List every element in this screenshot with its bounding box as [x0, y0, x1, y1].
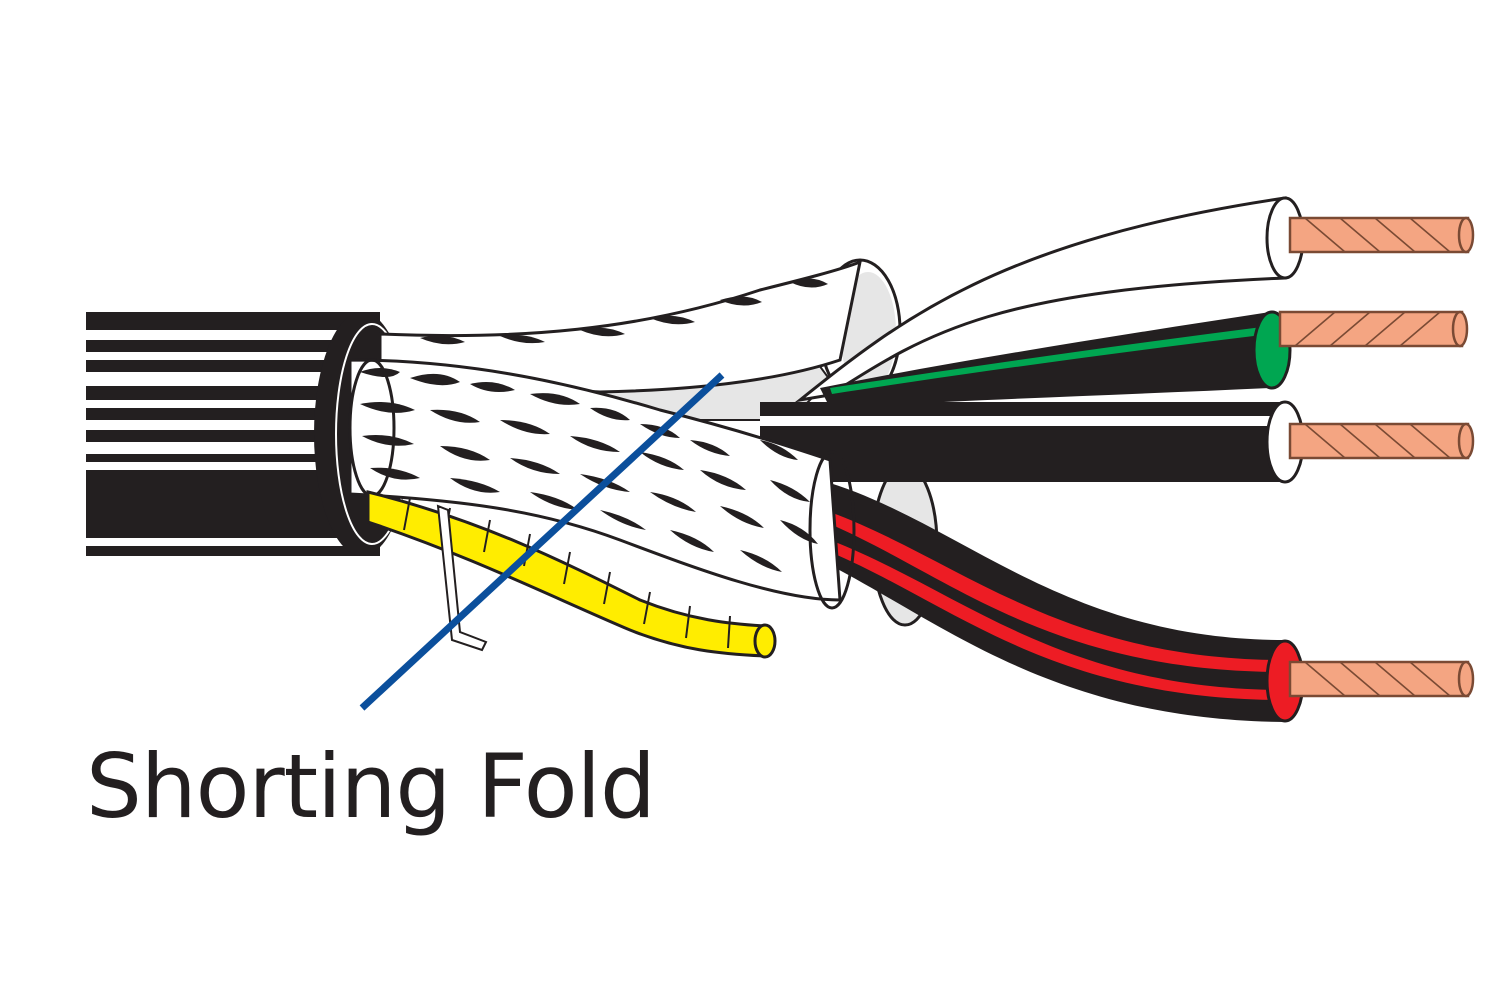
- braid-shield: [348, 259, 863, 610]
- copper-strand-4: [1288, 660, 1475, 698]
- copper-strand-2: [1278, 310, 1469, 348]
- conductor-black: [760, 400, 1305, 484]
- shorting-fold-label: Shorting Fold: [86, 735, 656, 838]
- fold-tab: [436, 504, 488, 652]
- copper-strand-1: [1288, 216, 1475, 254]
- leader-line: [359, 372, 725, 711]
- copper-strand-3: [1288, 422, 1475, 460]
- drain-wire: [366, 490, 777, 659]
- copper-strands: [1278, 216, 1475, 698]
